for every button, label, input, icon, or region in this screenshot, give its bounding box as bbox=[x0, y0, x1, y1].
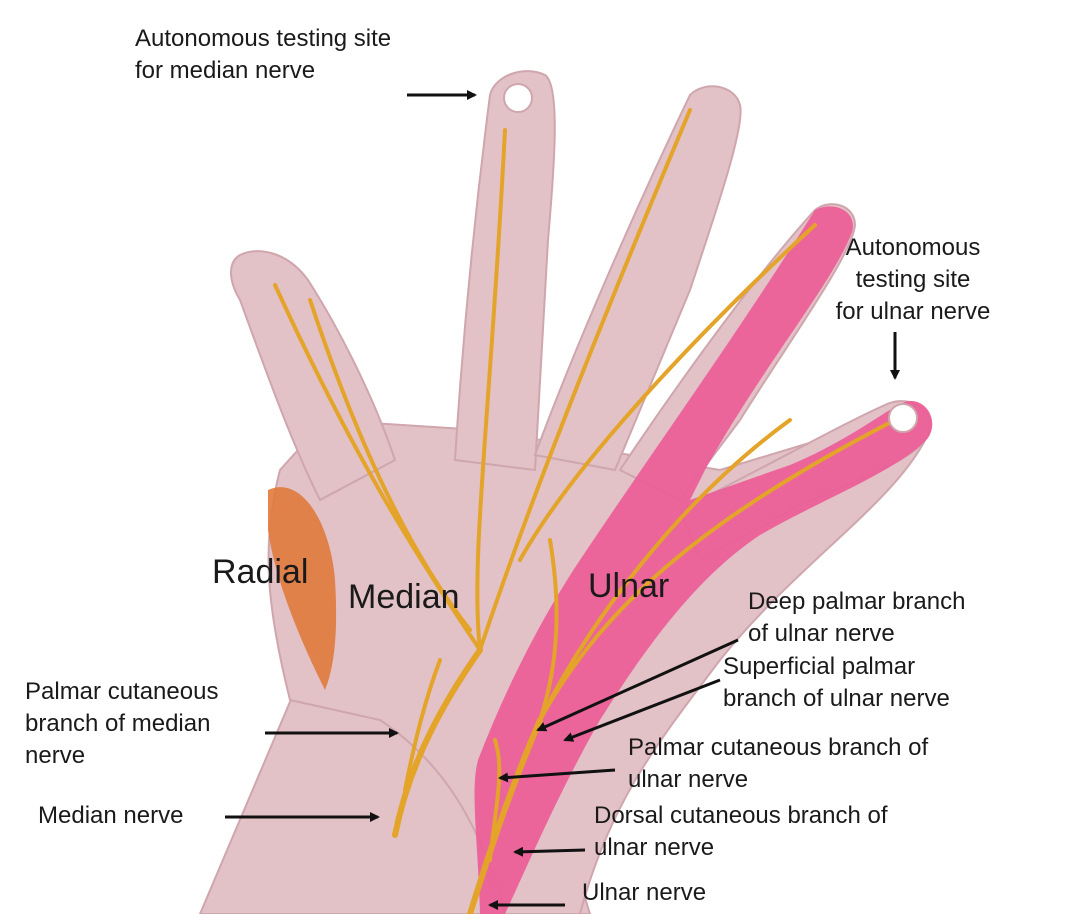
region-label-radial: Radial bbox=[212, 553, 309, 591]
label-superficial-palmar-branch: Superficial palmar branch of ulnar nerve bbox=[723, 653, 950, 712]
median-testing-site-dot bbox=[503, 83, 533, 113]
region-label-ulnar: Ulnar bbox=[588, 567, 670, 605]
label-ulnar-nerve: Ulnar nerve bbox=[582, 879, 707, 906]
arrow-dorsal-cutaneous-ulnar bbox=[513, 846, 586, 857]
median-branch-thumb-2 bbox=[308, 298, 472, 632]
median-branch-index bbox=[475, 128, 507, 652]
middle-finger bbox=[533, 85, 742, 472]
ulnar-branch-ring bbox=[538, 418, 792, 722]
ulnar-testing-site-dot bbox=[888, 403, 918, 433]
median-branch-ring bbox=[518, 223, 817, 562]
arrow-superficial-palmar-branch bbox=[563, 678, 721, 742]
label-ulnar-testing-site: Autonomous testing site for ulnar nerve bbox=[835, 234, 991, 325]
median-branch-middle bbox=[478, 108, 692, 652]
radial-area bbox=[268, 487, 337, 690]
ulnar-branch-little bbox=[538, 418, 897, 722]
label-palmar-cutaneous-median: Palmar cutaneous branch of median nerve bbox=[25, 678, 219, 769]
dorsal-cutaneous-ulnar-branch bbox=[488, 738, 502, 862]
label-palmar-cutaneous-ulnar: Palmar cutaneous branch of ulnar nerve bbox=[628, 734, 929, 793]
arrows bbox=[225, 90, 900, 910]
nerve-lines bbox=[273, 108, 897, 914]
ulnar-nerve-trunk bbox=[467, 717, 543, 914]
arrow-palmar-cutaneous-ulnar bbox=[498, 768, 616, 783]
thumb bbox=[230, 250, 397, 502]
arrow-deep-palmar-branch bbox=[536, 638, 739, 732]
median-nerve-trunk bbox=[392, 647, 483, 838]
label-deep-palmar-branch: Deep palmar branch of ulnar nerve bbox=[748, 588, 966, 647]
label-median-testing-site: Autonomous testing site for median nerve bbox=[135, 25, 392, 84]
label-median-nerve: Median nerve bbox=[38, 802, 184, 829]
ulnar-area bbox=[474, 206, 933, 914]
label-dorsal-cutaneous-ulnar: Dorsal cutaneous branch of ulnar nerve bbox=[594, 802, 888, 861]
index-finger bbox=[453, 70, 556, 472]
palmar-cutaneous-median-branch bbox=[403, 658, 442, 792]
region-label-median: Median bbox=[348, 578, 460, 616]
ulnar-deep-branch bbox=[538, 538, 559, 722]
